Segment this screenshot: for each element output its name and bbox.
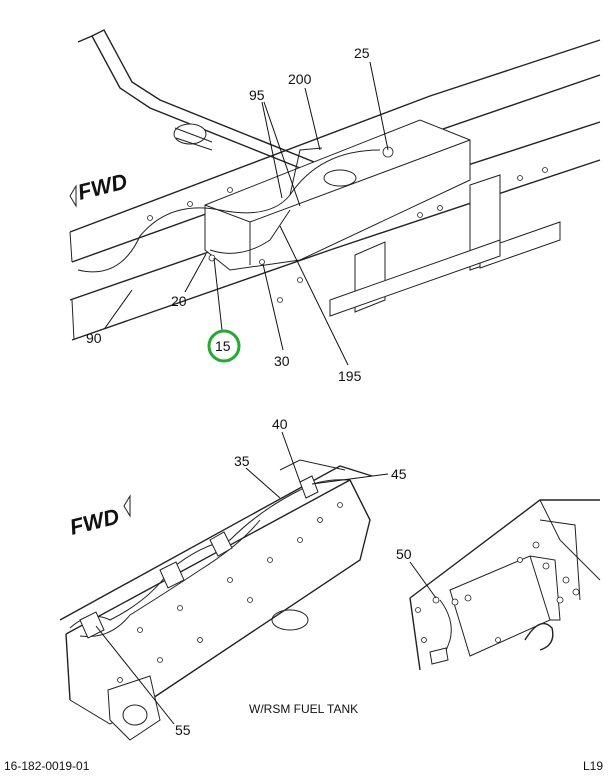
bottom-view-illustration [59,459,373,741]
top-view-illustration [69,29,601,341]
fwd-direction-arrow-top: FWD [69,168,130,208]
callout-200: 200 [288,71,312,87]
callout-50: 50 [396,546,412,562]
callout-15: 15 [215,338,231,354]
callout-55: 55 [175,722,191,738]
detail-view-leaders [409,561,437,599]
callout-25: 25 [354,45,370,61]
fwd-label-bottom: FWD [67,503,122,539]
callout-45: 45 [391,466,407,482]
callout-20: 20 [171,293,187,309]
callout-40: 40 [272,416,288,432]
detail-view-illustration [409,499,601,671]
callout-30: 30 [274,353,290,369]
top-view-leaders [104,61,389,366]
fwd-label-top: FWD [75,168,130,204]
bottom-view-leaders [95,431,389,725]
fwd-direction-arrow-bottom: FWD [67,494,131,540]
callout-90: 90 [86,330,102,346]
footer-page-ref: L19 [583,759,603,773]
detail-caption: W/RSM FUEL TANK [249,702,358,716]
callout-15-highlight-ring [207,329,241,363]
footer-part-number: 16-182-0019-01 [4,759,90,773]
callout-35: 35 [234,453,250,469]
callout-195: 195 [338,368,362,384]
callout-95: 95 [249,87,265,103]
